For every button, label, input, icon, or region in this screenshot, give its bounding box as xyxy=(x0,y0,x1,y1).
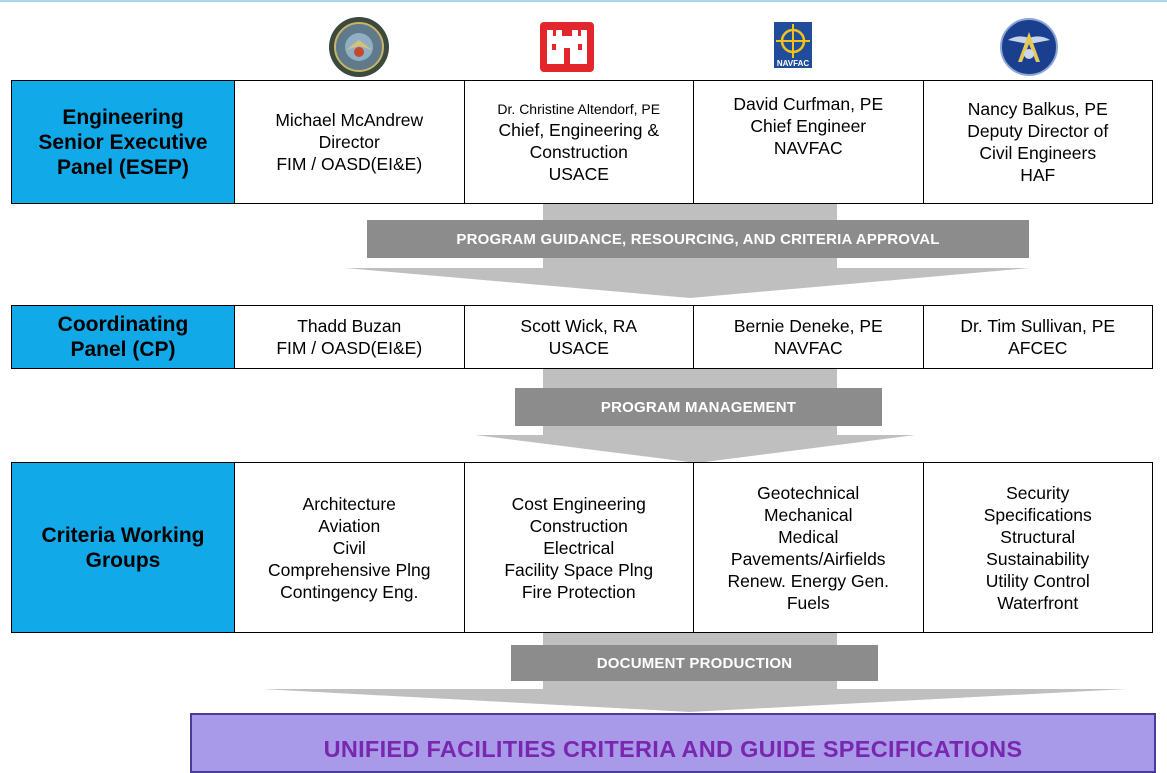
usace-castle-icon xyxy=(540,22,594,72)
ufc-output-box: UNIFIED FACILITIES CRITERIA AND GUIDE SP… xyxy=(190,713,1156,773)
navfac-logo-text: NAVFAC xyxy=(777,59,810,68)
cwg-group-3: Geotechnical Mechanical Medical Pavement… xyxy=(693,463,923,632)
program-management-banner: PROGRAM MANAGEMENT xyxy=(515,388,882,426)
esep-member-usace: Dr. Christine Altendorf, PE Chief, Engin… xyxy=(463,81,694,203)
dod-seal-icon xyxy=(329,17,389,77)
esep-label: Engineering Senior Executive Panel (ESEP… xyxy=(12,81,235,203)
top-rule xyxy=(0,0,1167,2)
cwg-group-1: Architecture Aviation Civil Comprehensiv… xyxy=(268,493,431,602)
cp-member-osd: Thadd Buzan FIM / OASD(EI&E) xyxy=(276,316,423,358)
navfac-icon: NAVFAC xyxy=(774,22,812,68)
esep-member-af: Nancy Balkus, PE Deputy Director of Civi… xyxy=(922,81,1153,203)
cp-member-af: Dr. Tim Sullivan, PE AFCEC xyxy=(922,306,1153,368)
esep-row: Engineering Senior Executive Panel (ESEP… xyxy=(11,80,1153,204)
esep-member-osd: Michael McAndrew Director FIM / OASD(EI&… xyxy=(275,110,424,174)
cp-member-navfac: Bernie Deneke, PE NAVFAC xyxy=(693,306,923,368)
document-production-banner: DOCUMENT PRODUCTION xyxy=(511,645,878,681)
cwg-group-2: Cost Engineering Construction Electrical… xyxy=(463,463,694,632)
program-guidance-banner: PROGRAM GUIDANCE, RESOURCING, AND CRITER… xyxy=(367,220,1029,258)
cwg-label: Criteria Working Groups xyxy=(12,463,235,632)
cp-label: Coordinating Panel (CP) xyxy=(12,306,235,368)
air-force-civil-engineer-icon xyxy=(1000,18,1058,76)
esep-member-navfac: David Curfman, PE Chief Engineer NAVFAC xyxy=(693,81,923,203)
cwg-group-4: Security Specifications Structural Susta… xyxy=(922,463,1153,632)
cp-row: Coordinating Panel (CP) Thadd Buzan FIM … xyxy=(11,305,1153,369)
cp-member-usace: Scott Wick, RA USACE xyxy=(463,306,694,368)
cwg-row: Criteria Working Groups Architecture Avi… xyxy=(11,462,1153,633)
